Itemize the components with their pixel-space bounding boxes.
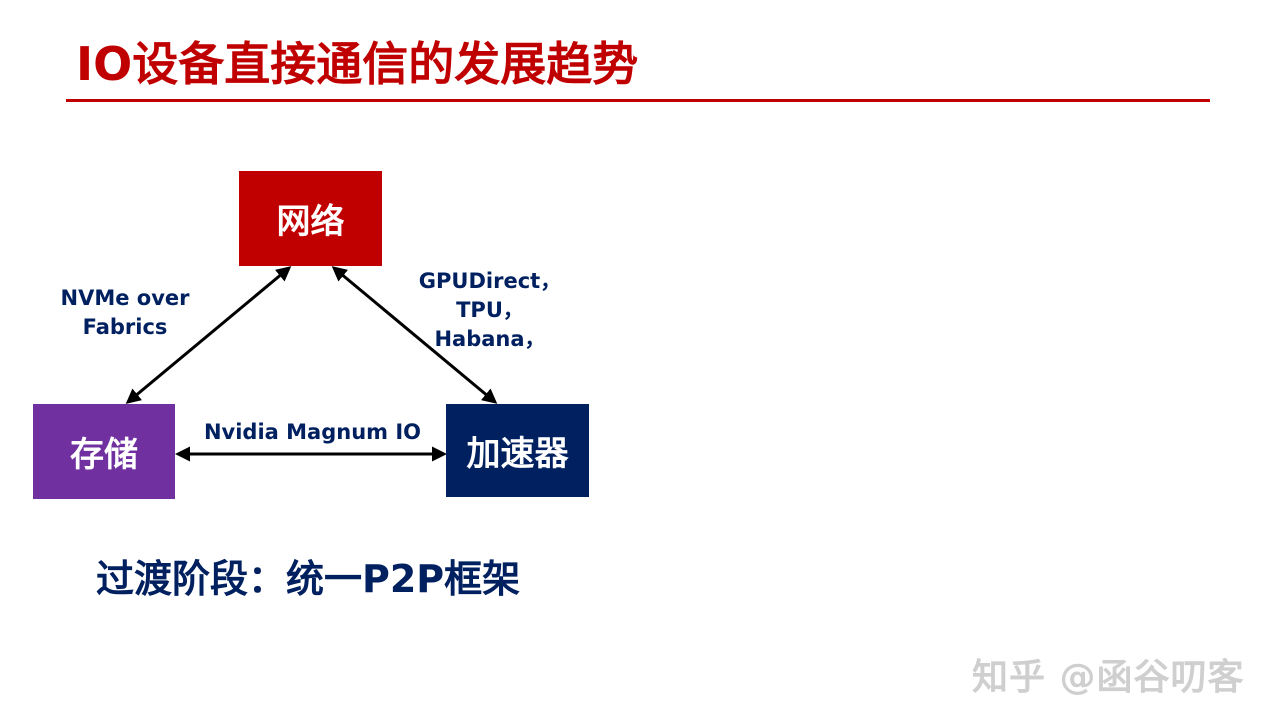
accelerator-node: 加速器 [446, 404, 589, 497]
page-title: IO设备直接通信的发展趋势 [76, 37, 639, 91]
storage-node: 存储 [33, 404, 175, 499]
watermark: 知乎 @函谷叨客 [972, 657, 1245, 698]
title-divider [66, 99, 1210, 102]
label-gpudirect-tpu-habana: GPUDirect， TPU， Habana， [418, 269, 562, 351]
arrow-storage-network [125, 266, 292, 404]
stage-caption: 过渡阶段：统一P2P框架 [96, 557, 521, 601]
network-node: 网络 [239, 171, 382, 266]
label-nvme-over-fabrics: NVMe over Fabrics [60, 286, 190, 339]
arrow-network-accelerator [331, 266, 498, 404]
label-nvidia-magnum-io: Nvidia Magnum IO [203, 420, 422, 444]
